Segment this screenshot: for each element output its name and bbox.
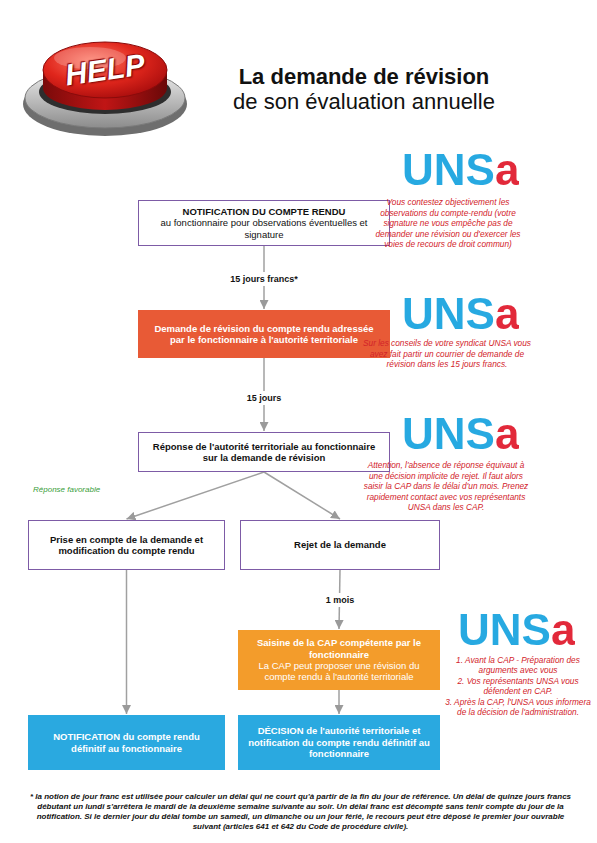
process-box: Demande de révision du compte rendu adre… (138, 310, 390, 358)
outcome-box: Rejet de la demande (240, 520, 440, 570)
process-box: NOTIFICATION DU COMPTE RENDUau fonctionn… (138, 200, 390, 246)
process-box: Réponse de l'autorité territoriale au fo… (138, 432, 390, 472)
diagram-title: La demande de révision de son évaluation… (228, 64, 500, 114)
connector-label: 1 mois (322, 593, 359, 607)
union-logo: UNSa (402, 412, 519, 456)
connector-arrow (126, 570, 128, 714)
box-text: Réponse de l'autorité territoriale au fo… (147, 441, 381, 464)
union-logo: UNSa (458, 608, 575, 652)
box-body: au fonctionnaire pour observations évent… (147, 217, 381, 240)
callout-note: Vous contestez objectivement les observa… (366, 197, 530, 250)
union-logo: UNSa (402, 148, 519, 192)
final-box: NOTIFICATION du compte rendu définitif a… (28, 715, 225, 770)
connector-label: Réponse favorable (33, 485, 100, 494)
list-item: 3. Après la CAP, l'UNSA vous informera d… (442, 697, 594, 717)
box-text: Demande de révision du compte rendu adre… (146, 323, 382, 346)
outcome-box: Prise en compte de la demande et modific… (28, 520, 225, 570)
connector-label: 15 jours (243, 391, 286, 405)
box-body: La CAP peut proposer une révision du com… (246, 660, 432, 683)
list-item: 1. Avant la CAP - Préparation des argume… (442, 655, 594, 675)
connector-arrow (264, 472, 340, 519)
footnote: * la notion de jour franc est utilisée p… (28, 792, 573, 832)
box-text: DÉCISION de l'autorité territoriale et n… (246, 725, 432, 759)
connector-arrow (127, 472, 265, 519)
box-text: NOTIFICATION DU COMPTE RENDU (183, 206, 346, 217)
process-box: Saisine de la CAP compétente par le fonc… (238, 630, 440, 690)
connector-label: 15 jours francs* (226, 272, 302, 286)
box-text: Rejet de la demande (294, 539, 386, 550)
final-box: DÉCISION de l'autorité territoriale et n… (238, 715, 440, 770)
callout-note: Attention, l'absence de réponse équivaut… (362, 460, 530, 513)
box-text: Saisine de la CAP compétente par le fonc… (246, 637, 432, 660)
button-top (43, 42, 167, 98)
connector-arrow (338, 690, 340, 714)
box-text: NOTIFICATION du compte rendu définitif a… (36, 731, 217, 754)
list-item: 2. Vos représentants UNSA vous défendent… (442, 676, 594, 696)
callout-note: Sur les conseils de votre syndicat UNSA … (362, 338, 532, 370)
box-text: Prise en compte de la demande et modific… (37, 534, 216, 557)
button-text: HELP (53, 45, 157, 95)
union-logo: UNSa (402, 292, 519, 336)
